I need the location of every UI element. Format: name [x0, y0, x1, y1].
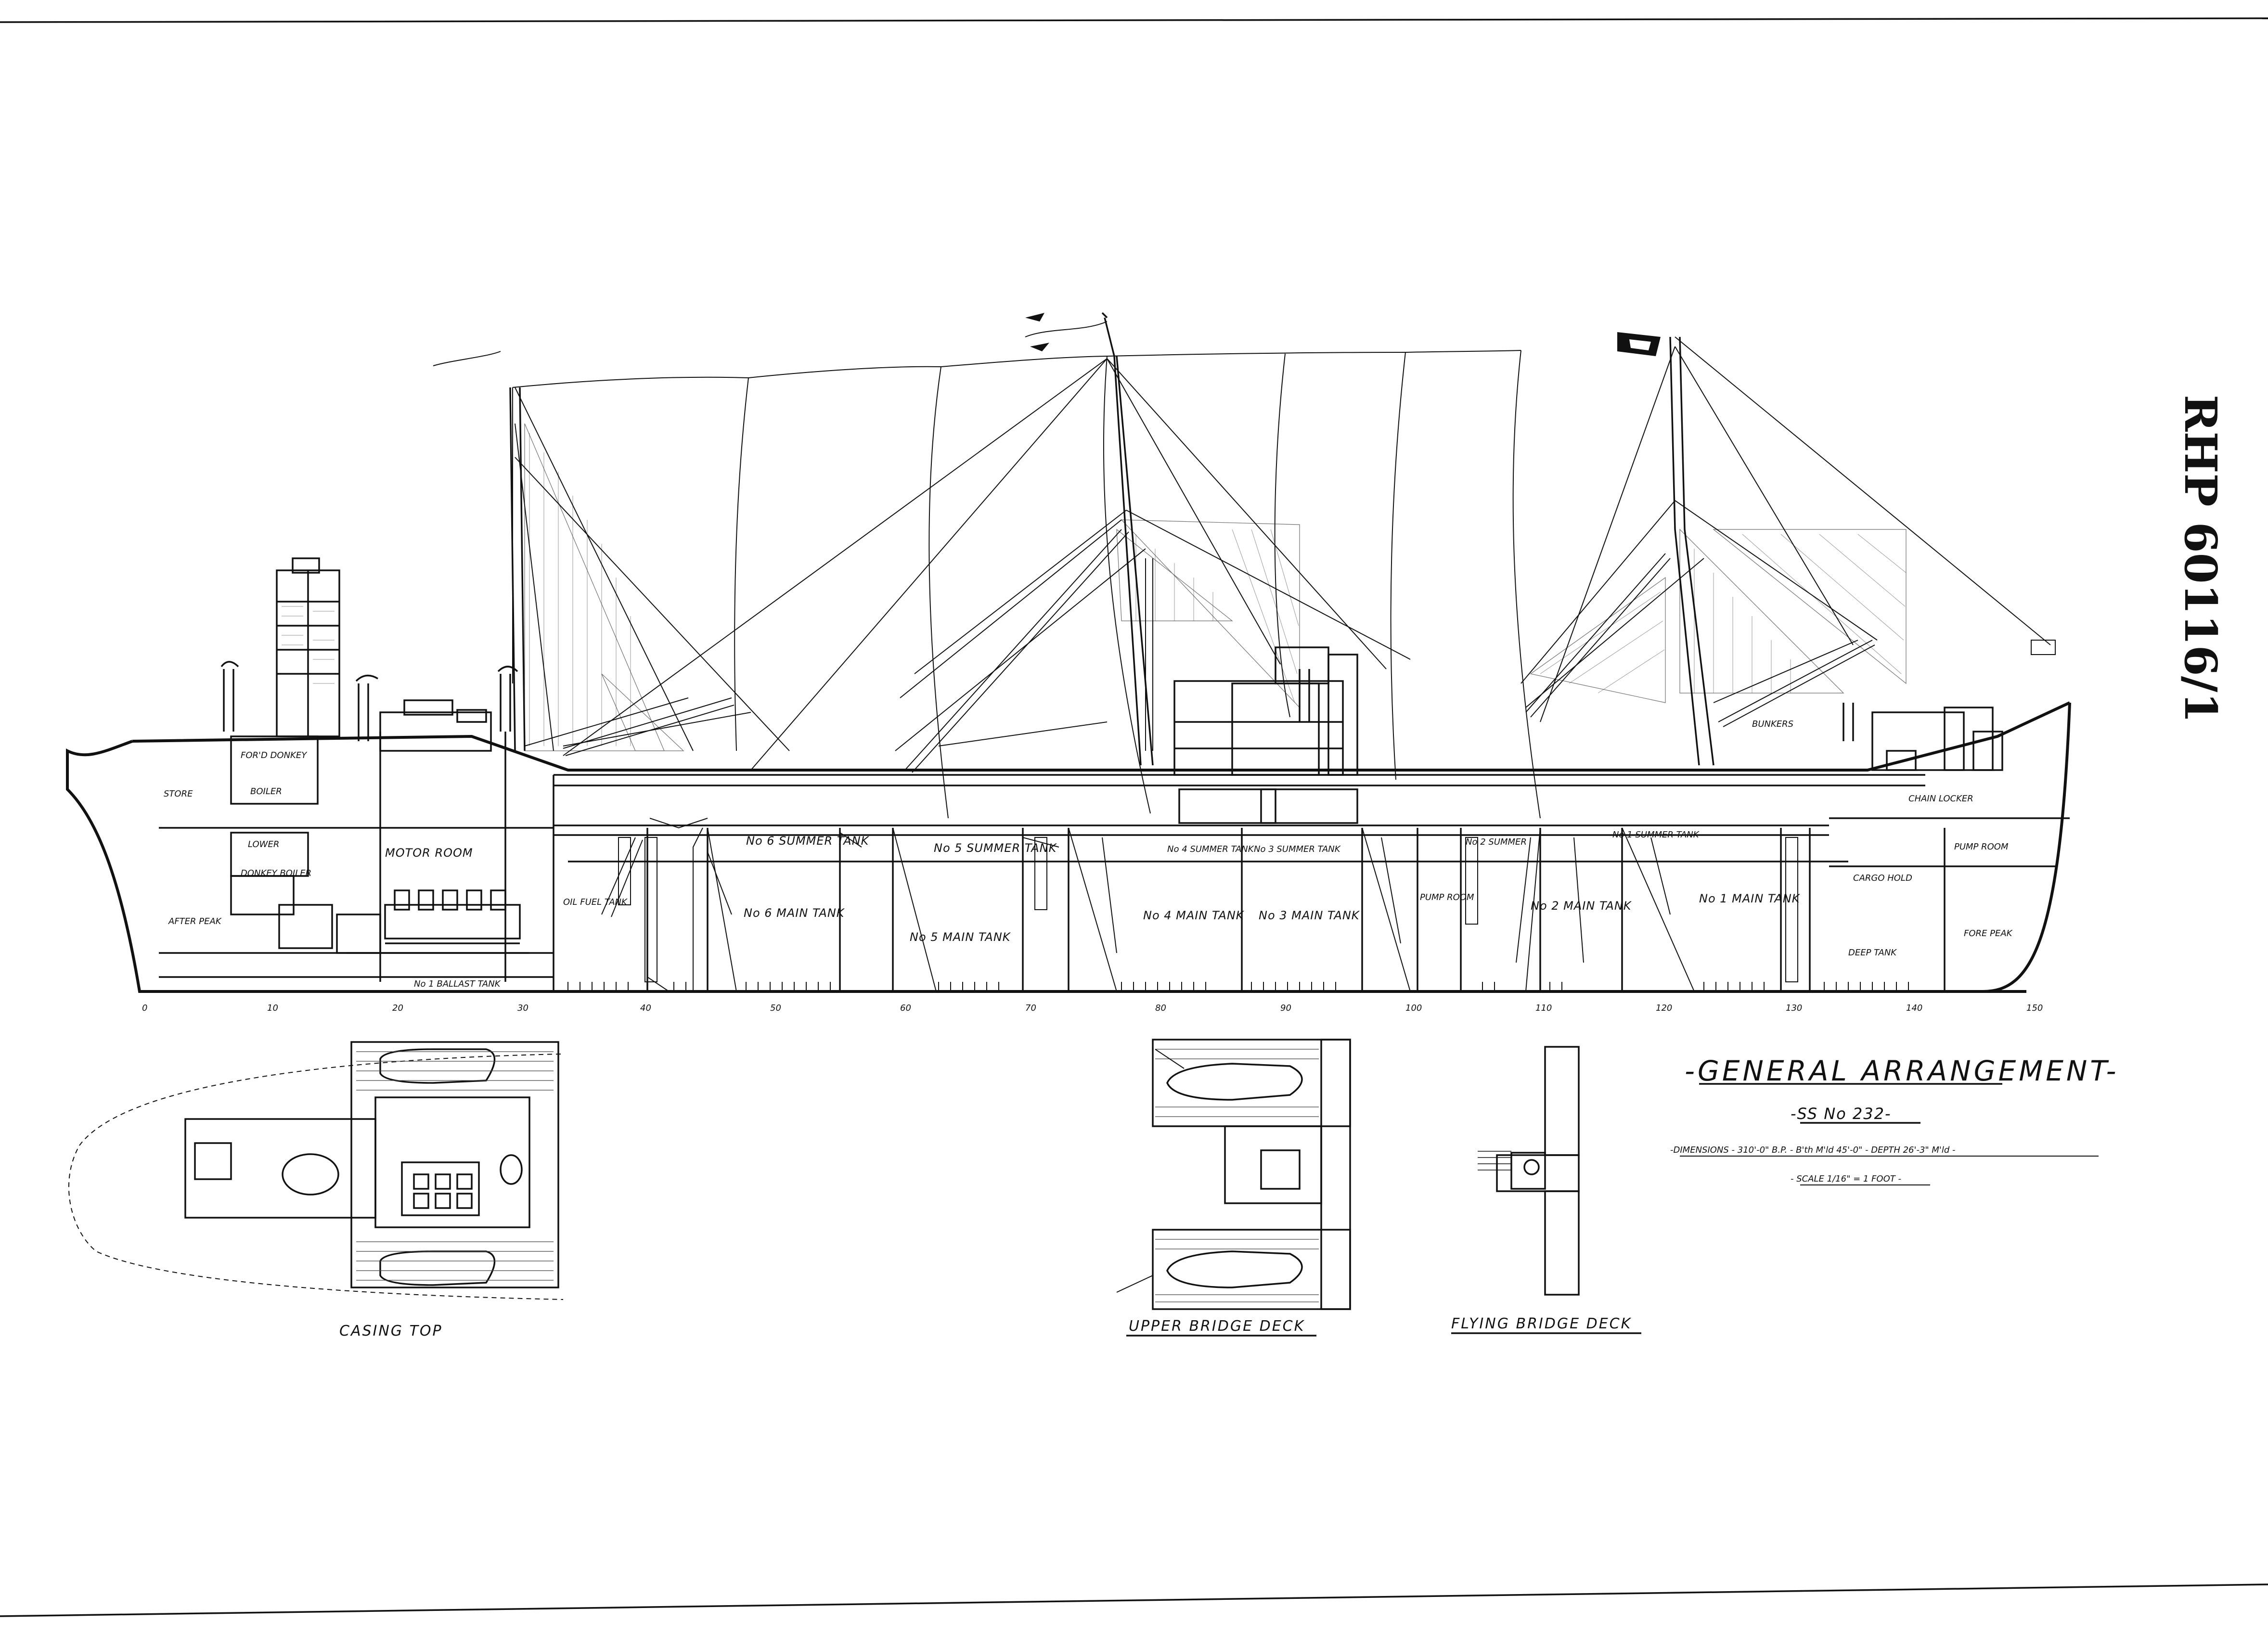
- frame-number: 10: [267, 1003, 278, 1013]
- decks: [159, 774, 2070, 978]
- upper-bridge-deck-plan: UPPER BRIDGE DECK: [1116, 1039, 1351, 1337]
- frame-number: 150: [2026, 1003, 2043, 1013]
- frame-number: 60: [900, 1003, 911, 1013]
- frame-number: 140: [1906, 1003, 1922, 1013]
- label-store: STORE: [164, 789, 193, 799]
- forecastle: [1871, 707, 2003, 771]
- derrick-booms: [563, 529, 1875, 773]
- funnel: [276, 557, 340, 737]
- casing-top-plan: CASING TOP: [68, 1041, 564, 1339]
- label-no6-main: No 6 MAIN TANK: [744, 906, 845, 920]
- bridge-house: [1173, 646, 1358, 824]
- casing-top-caption: CASING TOP: [339, 1323, 443, 1339]
- label-pump-room-fwd: PUMP ROOM: [1954, 842, 2009, 852]
- label-no6-summer: No 6 SUMMER TANK: [746, 834, 870, 848]
- frame-number: 40: [640, 1003, 651, 1013]
- label-lower: LOWER: [248, 839, 279, 849]
- label-no4-main: No 4 MAIN TANK: [1143, 909, 1245, 922]
- upper-bridge-deck-caption: UPPER BRIDGE DECK: [1129, 1318, 1305, 1335]
- label-motor-room: MOTOR ROOM: [385, 846, 473, 860]
- drawing-title: -GENERAL ARRANGEMENT-: [1685, 1055, 2119, 1087]
- frame-number: 30: [517, 1003, 528, 1013]
- ladders: [601, 837, 1798, 982]
- label-cargo-hold: CARGO HOLD: [1853, 873, 1912, 883]
- label-donkey-boiler: DONKEY BOILER: [241, 868, 311, 878]
- flying-bridge-deck-plan: FLYING BRIDGE DECK: [1451, 1046, 1641, 1334]
- label-deep-tank: DEEP TANK: [1848, 948, 1897, 958]
- bulkheads: [379, 732, 1946, 991]
- drawing-reference: RHP 60116/1: [2175, 395, 2227, 723]
- frame-number: 50: [770, 1003, 781, 1013]
- flags: [1025, 313, 2056, 655]
- sheet-border: [0, 17, 2268, 1617]
- masts: [509, 312, 1714, 766]
- label-no1-summer: No 1 SUMMER TANK: [1612, 830, 1700, 840]
- label-no5-summer: No 5 SUMMER TANK: [934, 841, 1057, 855]
- funnel-hatching: [282, 606, 335, 684]
- label-no3-main: No 3 MAIN TANK: [1259, 909, 1360, 922]
- frame-numbers: 0 10 20 30 40 50 60 70 80 90 100 110 120…: [142, 1003, 2043, 1013]
- label-no2-summer: No 2 SUMMER: [1466, 837, 1527, 847]
- label-chain-locker: CHAIN LOCKER: [1908, 794, 1973, 804]
- label-no4-summer: No 4 SUMMER TANK: [1167, 844, 1254, 854]
- casing-lifeboats: [379, 1048, 496, 1286]
- poop-structure: [230, 699, 492, 915]
- compartment-labels: STORE FOR'D DONKEY BOILER LOWER DONKEY B…: [164, 719, 2013, 989]
- frame-number: 90: [1280, 1003, 1291, 1013]
- frame-number: 80: [1155, 1003, 1166, 1013]
- frame-number: 120: [1656, 1003, 1672, 1013]
- sail-shading: [524, 423, 1907, 751]
- label-fore-peak: FORE PEAK: [1964, 928, 2013, 939]
- frame-number: 130: [1786, 1003, 1802, 1013]
- bridge-deck-planking: [1155, 1049, 1319, 1302]
- tank-walls: [647, 818, 1695, 992]
- ship-dimensions: -DIMENSIONS - 310'-0" B.P. - B'th M'ld 4…: [1670, 1145, 1956, 1155]
- flying-bridge-deck-caption: FLYING BRIDGE DECK: [1451, 1315, 1632, 1332]
- sail-hatching: [529, 433, 1907, 746]
- ship-profile: 0 10 20 30 40 50 60 70 80 90 100 110 120…: [66, 312, 2071, 1013]
- label-no1-main: No 1 MAIN TANK: [1699, 892, 1801, 905]
- hull: [66, 701, 2071, 993]
- label-no5-main: No 5 MAIN TANK: [910, 930, 1011, 944]
- frame-number: 100: [1405, 1003, 1422, 1013]
- casing-deck-planking: [356, 1051, 554, 1281]
- frame-number: 0: [142, 1003, 147, 1013]
- label-bunkers: BUNKERS: [1752, 719, 1793, 729]
- drawing-scale: - SCALE 1/16" = 1 FOOT -: [1791, 1174, 1901, 1184]
- label-fore-donkey: FOR'D DONKEY: [241, 750, 308, 760]
- sail-panels: [433, 321, 1541, 819]
- label-pump-room: PUMP ROOM: [1420, 892, 1474, 902]
- frame-number: 70: [1025, 1003, 1036, 1013]
- bridge-lifeboats: [1166, 1063, 1303, 1288]
- label-boiler: BOILER: [250, 786, 282, 797]
- frame-number: 20: [392, 1003, 403, 1013]
- label-ballast-tank: No 1 BALLAST TANK: [414, 979, 501, 989]
- label-oil-fuel-tank: OIL FUEL TANK: [563, 897, 628, 907]
- title-block: -GENERAL ARRANGEMENT- -SS No 232- -DIMEN…: [1670, 1055, 2119, 1185]
- label-no2-main: No 2 MAIN TANK: [1531, 899, 1632, 913]
- engine-machinery: [278, 889, 529, 954]
- label-no3-summer: No 3 SUMMER TANK: [1254, 844, 1341, 854]
- frame-number: 110: [1535, 1003, 1552, 1013]
- frame-ticks: [567, 982, 1909, 991]
- rigging: [515, 336, 2051, 771]
- ventilators: [220, 661, 1854, 741]
- ship-number: -SS No 232-: [1791, 1105, 1892, 1123]
- label-after-peak: AFTER PEAK: [168, 916, 222, 926]
